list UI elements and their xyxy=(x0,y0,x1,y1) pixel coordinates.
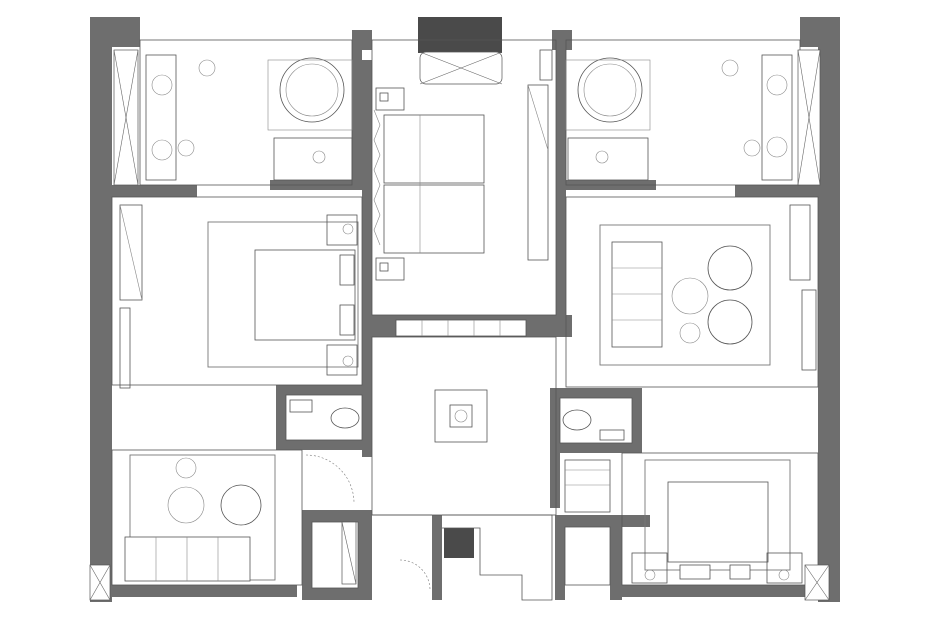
left-bathroom xyxy=(113,39,353,186)
left-lounge xyxy=(111,449,355,586)
right-wc xyxy=(559,397,633,444)
bottom-entry xyxy=(372,514,553,601)
left-wc xyxy=(285,394,363,441)
left-closet xyxy=(311,521,359,589)
right-bathroom xyxy=(565,39,821,186)
central-bedroom xyxy=(371,39,557,316)
right-bedroom xyxy=(564,452,819,586)
right-living-room xyxy=(565,196,819,388)
corner-panels xyxy=(89,564,830,601)
center-hall xyxy=(371,319,557,516)
left-bedroom xyxy=(111,196,363,389)
